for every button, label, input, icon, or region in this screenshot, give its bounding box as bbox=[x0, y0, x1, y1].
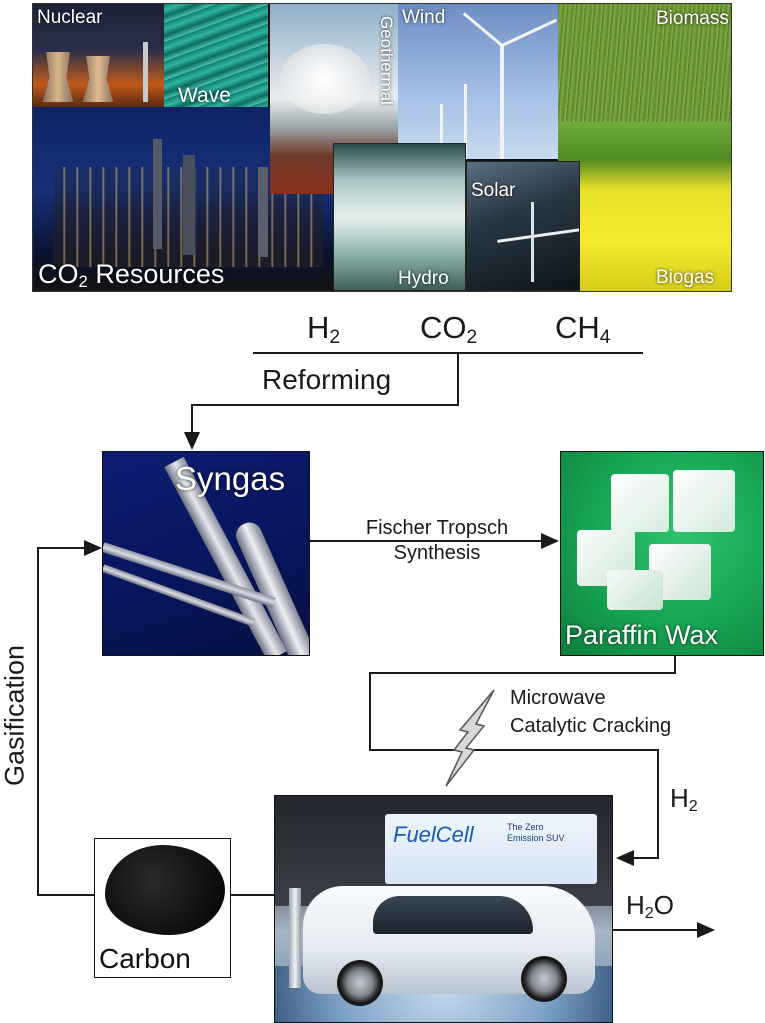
fischer-line-1: Fischer Tropsch bbox=[365, 517, 509, 539]
refinery-tower bbox=[258, 167, 268, 257]
carbon-label: Carbon bbox=[99, 943, 191, 974]
co2-resources-co: CO bbox=[38, 259, 79, 289]
zero-emission-sign: The Zero Emission SUV bbox=[507, 822, 565, 844]
h2o-main: H bbox=[626, 890, 645, 920]
biogas-label: Biogas bbox=[656, 267, 715, 288]
co2-resources-sub: 2 bbox=[78, 272, 88, 291]
co2-resources-label: CO2 Resources bbox=[38, 259, 224, 291]
fischer-tropsch-label: Fischer Tropsch Synthesis bbox=[330, 516, 544, 566]
lightning-bolt-icon bbox=[445, 689, 495, 787]
solar-tile: Solar bbox=[466, 161, 580, 291]
h2-output-label: H2 bbox=[670, 783, 698, 816]
gas-h2-main: H bbox=[307, 310, 330, 345]
h2-output-sub: 2 bbox=[688, 797, 698, 816]
paraffin-wax-box: Paraffin Wax bbox=[560, 451, 764, 656]
wave-tile: Wave bbox=[164, 4, 268, 107]
gas-co2-main: CO bbox=[420, 310, 467, 345]
steam-cloud bbox=[280, 44, 370, 114]
biomass-label: Biomass bbox=[656, 8, 729, 29]
wave-label: Wave bbox=[178, 84, 231, 107]
chimney-icon bbox=[143, 42, 148, 102]
car-window-icon bbox=[373, 896, 533, 934]
car-wheel-icon bbox=[337, 960, 383, 1006]
microwave-line-1: Microwave bbox=[510, 687, 606, 709]
refinery-tile: CO2 Resources bbox=[33, 107, 333, 291]
nuclear-tile: Nuclear bbox=[33, 4, 164, 107]
solar-panel-line bbox=[531, 202, 534, 282]
fuel-cell-car-box: FuelCell The Zero Emission SUV bbox=[274, 795, 613, 1023]
turbine-tower-icon bbox=[440, 104, 443, 159]
microwave-label: Microwave Catalytic Cracking bbox=[510, 684, 671, 740]
co2-resources-text: Resources bbox=[87, 259, 225, 289]
h2o-tail: O bbox=[653, 890, 674, 920]
gas-h2-sub: 2 bbox=[329, 326, 341, 348]
hydro-label: Hydro bbox=[398, 268, 449, 289]
microwave-line-2: Catalytic Cracking bbox=[510, 715, 672, 737]
fuel-cell-sign: FuelCell bbox=[393, 822, 474, 847]
fuel-cell-banner bbox=[385, 814, 597, 884]
microwave-cracking-connector bbox=[369, 655, 676, 866]
wax-cube bbox=[607, 570, 663, 610]
gas-ch4: CH4 bbox=[555, 310, 610, 349]
gas-ch4-sub: 4 bbox=[599, 326, 611, 348]
gas-ch4-main: CH bbox=[555, 310, 600, 345]
car-wheel-icon bbox=[521, 956, 567, 1002]
solar-label: Solar bbox=[471, 180, 516, 201]
wax-cube bbox=[611, 474, 669, 532]
gasification-connector bbox=[37, 540, 102, 896]
reforming-label: Reforming bbox=[262, 364, 392, 395]
syngas-box: Syngas bbox=[102, 451, 310, 656]
kiosk-icon bbox=[289, 888, 301, 988]
biomass-tile: Biomass bbox=[558, 4, 731, 122]
carbon-box: Carbon bbox=[94, 838, 231, 978]
gas-h2: H2 bbox=[307, 310, 340, 349]
paraffin-wax-label: Paraffin Wax bbox=[565, 620, 719, 650]
fischer-line-2: Synthesis bbox=[393, 542, 481, 564]
gas-co2-sub: 2 bbox=[466, 326, 478, 348]
resource-mosaic: Nuclear Wave CO2 Resources Geothermal Wi… bbox=[32, 3, 732, 292]
wind-tile: Wind bbox=[398, 4, 558, 159]
refinery-tower bbox=[183, 155, 195, 255]
turbine-tower-icon bbox=[500, 44, 504, 159]
nuclear-label: Nuclear bbox=[37, 7, 103, 28]
zero-line-2: Emission SUV bbox=[507, 833, 565, 843]
turbine-tower-icon bbox=[464, 84, 467, 159]
biogas-tile: Biogas bbox=[558, 122, 731, 291]
gasification-label: Gasification bbox=[0, 644, 30, 787]
syngas-label: Syngas bbox=[175, 460, 286, 497]
gas-co2: CO2 bbox=[420, 310, 477, 349]
reforming-connector bbox=[184, 353, 459, 450]
wind-label: Wind bbox=[402, 7, 446, 28]
refinery-tower bbox=[153, 139, 162, 249]
h2o-output-label: H2O bbox=[626, 890, 674, 923]
h2o-sub: 2 bbox=[644, 904, 654, 923]
hydro-tile: Hydro bbox=[333, 143, 466, 291]
h2-output-main: H bbox=[670, 783, 689, 813]
carbon-pile-icon bbox=[105, 845, 225, 935]
zero-line-1: The Zero bbox=[507, 822, 544, 832]
wax-cube bbox=[673, 470, 735, 532]
